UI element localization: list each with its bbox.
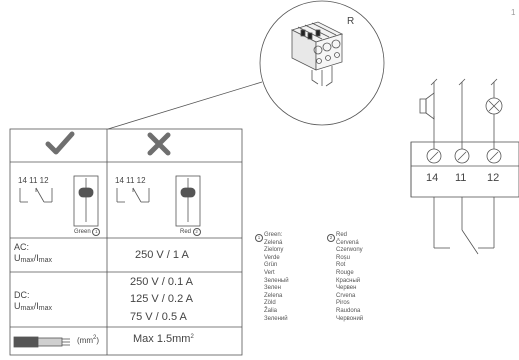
green-translation-item: Verde	[264, 254, 280, 261]
legend-red-number-icon: 2	[327, 234, 335, 242]
screw-terminal-14	[426, 148, 442, 164]
green-translation-item: Vert	[264, 269, 275, 276]
dc-value-1: 250 V / 0.1 A	[130, 276, 193, 288]
green-translation-item: Zielony	[264, 247, 284, 254]
dc-value-2: 125 V / 0.2 A	[130, 293, 193, 305]
red-translation-item: Rot	[336, 262, 346, 269]
dc-label: DC: Umax/Imax	[14, 290, 52, 312]
green-translation-item: Зелений	[264, 315, 288, 322]
dc-value-3: 75 V / 0.5 A	[130, 311, 187, 323]
red-translation-item: Raudona	[336, 307, 361, 314]
output-circuit	[410, 141, 519, 198]
pins-right-label: 14 11 12	[115, 176, 146, 185]
green-translation-item: Green:	[264, 232, 283, 238]
lamp-icon	[485, 78, 503, 149]
internal-switch	[433, 197, 495, 255]
zoom-pointer-line	[107, 81, 263, 130]
green-translation-item: Зелен	[264, 285, 281, 292]
green-translation-item: Zöld	[264, 300, 276, 307]
wire-strip-icon	[13, 336, 70, 348]
red-translation-item: Red	[336, 232, 348, 238]
terminal-label-12: 12	[487, 172, 500, 184]
screw-terminal-12	[486, 148, 502, 164]
green-translation-item: Zelena	[264, 292, 283, 299]
green-translation-item: Зеленый	[264, 277, 289, 284]
red-number-icon: 2	[192, 228, 201, 236]
red-translation-item: Crvena	[336, 292, 356, 299]
screw-terminal-11	[454, 148, 470, 164]
red-translation-item: Czerwony	[336, 247, 363, 254]
red-translation-item: Roșu	[336, 254, 351, 261]
red-translation-item: Червен	[336, 285, 357, 292]
contact-schematic-left	[19, 187, 53, 203]
connector-label: R	[347, 16, 355, 27]
horn-icon	[419, 78, 438, 149]
terminal-label-14: 14	[426, 172, 439, 184]
green-translation-item: Grün	[264, 262, 278, 269]
red-wire-connector	[175, 175, 201, 227]
supply-line	[458, 78, 466, 149]
ac-label: AC: Umax/Imax	[14, 242, 52, 264]
cross-mark-icon	[147, 132, 171, 156]
legend-green-number-icon: 1	[255, 234, 263, 242]
terminal-label-11: 11	[455, 172, 467, 184]
connector-plug-drawing	[290, 21, 344, 87]
wire-size-value: Max 1.5mm2	[133, 333, 194, 345]
page-mark: 1	[511, 8, 516, 17]
green-number-icon: 1	[92, 228, 101, 236]
green-translation-item: Žalia	[264, 307, 278, 314]
red-translation-item: Piros	[336, 300, 350, 307]
specification-table	[9, 128, 243, 356]
red-translation-item: Червоний	[336, 315, 364, 322]
green-translation-item: Zelená	[264, 239, 283, 246]
check-mark-icon	[45, 131, 75, 155]
ac-value: 250 V / 1 A	[135, 249, 189, 261]
contact-schematic-right	[116, 187, 150, 203]
green-wire-connector	[73, 175, 99, 227]
pins-left-label: 14 11 12	[18, 176, 49, 185]
red-wire-label: Red 2	[180, 228, 201, 236]
green-wire-label: Green 1	[74, 228, 101, 236]
connector-zoom-circle	[259, 0, 385, 126]
wire-size-unit: (mm2)	[77, 335, 100, 345]
red-translation-item: Červená	[336, 239, 359, 246]
red-translation-item: Rouge	[336, 269, 354, 276]
red-translation-item: Красный	[336, 277, 361, 284]
